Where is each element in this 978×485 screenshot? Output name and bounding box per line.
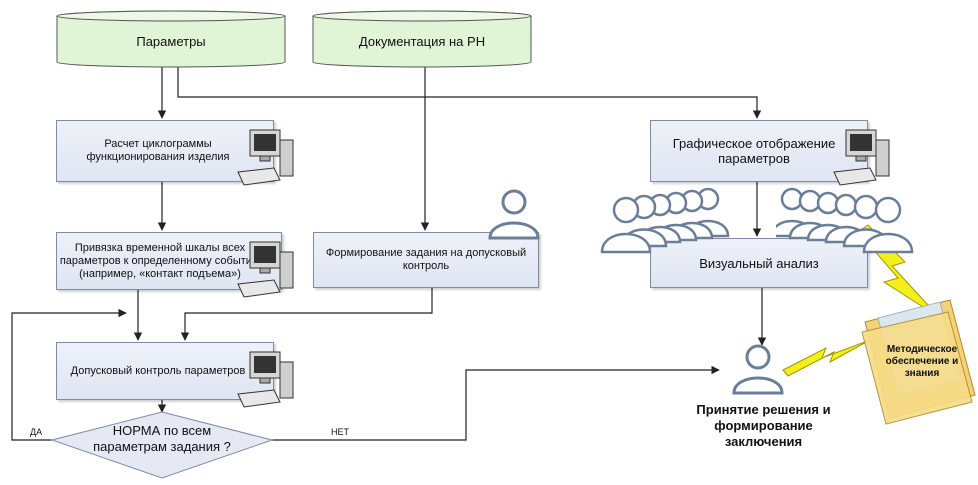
params-cylinder [56, 10, 286, 68]
decision-diamond [50, 411, 274, 479]
task-label: Формирование задания на допусковый контр… [325, 247, 527, 272]
visual-box: Визуальный анализ [650, 238, 868, 288]
computer-icon [833, 129, 890, 186]
tolerance-label: Допусковый контроль параметров [70, 364, 246, 377]
params-label: Параметры [136, 34, 206, 49]
graphic-label: Графическое отображение параметров [672, 136, 836, 166]
cyclogram-label: Расчет циклограммы функционирования изде… [86, 138, 230, 163]
arrow-yes-loop [11, 308, 127, 441]
graphic-box: Графическое отображение параметров [650, 120, 868, 182]
tolerance-box: Допусковый контроль параметров [56, 342, 274, 400]
yes-label: ДА [30, 427, 43, 437]
arrow-task-to-tolerance [180, 288, 433, 341]
crowd-icon [776, 187, 914, 254]
person-icon [488, 189, 540, 240]
crowd-icon [600, 187, 730, 254]
visual-label: Визуальный анализ [699, 255, 819, 271]
docs-label: Документация на РН [358, 34, 486, 49]
lightning-bolt-icon [782, 339, 871, 377]
docs-cylinder [312, 10, 532, 68]
decision-maker-icon [732, 344, 784, 395]
decision-label: НОРМА по всем параметрам задания ? [93, 423, 231, 454]
binding-label: Привязка временной шкалы всех параметров… [59, 241, 261, 280]
outcome-label: Принятие решения и формирование заключен… [696, 402, 831, 449]
task-box: Формирование задания на допусковый контр… [313, 232, 539, 288]
arrow-params-to-graphic [177, 65, 762, 119]
computer-icon [237, 351, 294, 408]
computer-icon [237, 129, 294, 186]
binding-box: Привязка временной шкалы всех параметров… [56, 232, 282, 290]
knowledge-label: Методическое обеспечение и знания [885, 344, 959, 379]
arrow-no-to-decision [272, 365, 720, 441]
knowledge-folder-icon [861, 299, 976, 425]
no-label: НЕТ [331, 427, 349, 437]
computer-icon [237, 241, 294, 298]
